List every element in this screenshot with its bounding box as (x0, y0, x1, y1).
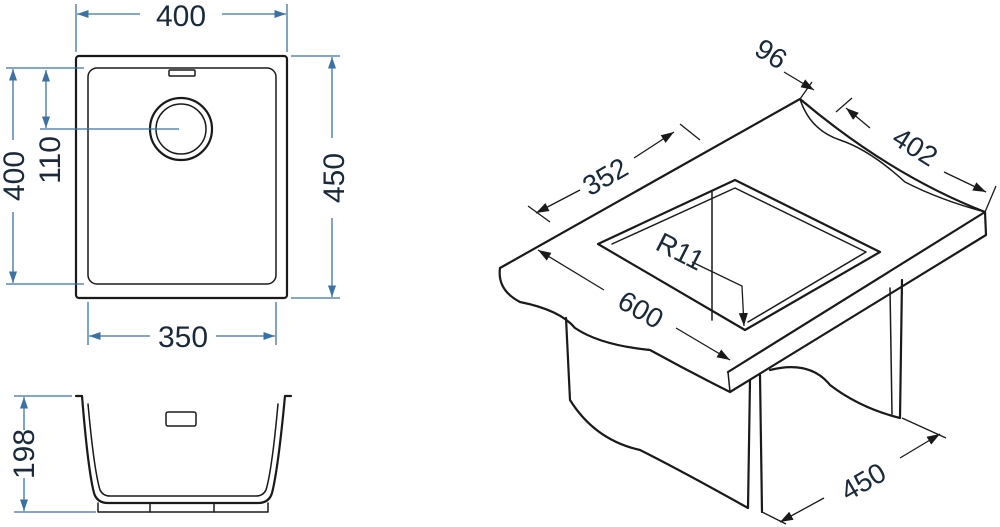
dim-96-label: 96 (750, 33, 793, 76)
dim-352-ext-b (679, 123, 701, 141)
side-view: 198 (8, 394, 293, 513)
cabinet-back-panel (768, 278, 904, 420)
width-inner-label: 350 (158, 321, 208, 354)
dim-450-label: 450 (835, 457, 891, 507)
dim-450-arrow-b (899, 433, 941, 459)
iso-view: 96 402 352 600 R11 450 (498, 33, 997, 525)
height-inner-label: 400 (0, 151, 31, 201)
countertop-cut-edge (727, 371, 731, 393)
dim-352-label: 352 (577, 152, 633, 202)
side-profile-base (97, 502, 269, 513)
drain-offset-label: 110 (34, 136, 67, 184)
dim-352-arrow-b (633, 131, 675, 159)
dim-600-arrow-a (537, 249, 605, 291)
dim-402-label: 402 (887, 121, 943, 172)
dim-600-label: 600 (613, 285, 669, 335)
countertop-front-edge (498, 210, 988, 394)
dim-352-arrow-a (535, 189, 581, 214)
dim-402-ext-b (984, 185, 997, 213)
cabinet-left-panel (564, 316, 752, 510)
dim-600-arrow-b (675, 327, 731, 361)
dim-450-ext-a (761, 511, 787, 525)
sink-outer-outline (74, 54, 289, 300)
height-outer-label: 450 (318, 153, 351, 203)
dim-96-arrow (783, 71, 815, 91)
sink-inner-outline (87, 67, 277, 285)
dim-r11-label: R11 (651, 227, 709, 277)
sink-cutout-outer (596, 178, 882, 332)
dim-96-ext-b (835, 97, 853, 113)
dim-450-arrow-a (779, 497, 825, 523)
side-overflow-slot (165, 411, 197, 427)
sink-cutout-inner (611, 187, 867, 323)
width-outer-label: 400 (156, 0, 206, 33)
overflow-slot (168, 69, 196, 77)
countertop-back-cut (799, 98, 986, 213)
dim-r11-leader (691, 261, 748, 327)
top-view: 400 350 450 400 110 (0, 0, 351, 354)
dim-402-arrow-a (845, 107, 871, 129)
dim-352-ext-a (527, 205, 551, 223)
countertop-top-surface (498, 97, 987, 374)
depth-label: 198 (8, 429, 41, 479)
dim-402-arrow-b (943, 171, 987, 193)
side-profile-outer (74, 394, 293, 505)
side-profile-inner (87, 403, 279, 497)
cabinet-right-panel (758, 373, 764, 514)
cabinet-back-right (889, 287, 893, 415)
